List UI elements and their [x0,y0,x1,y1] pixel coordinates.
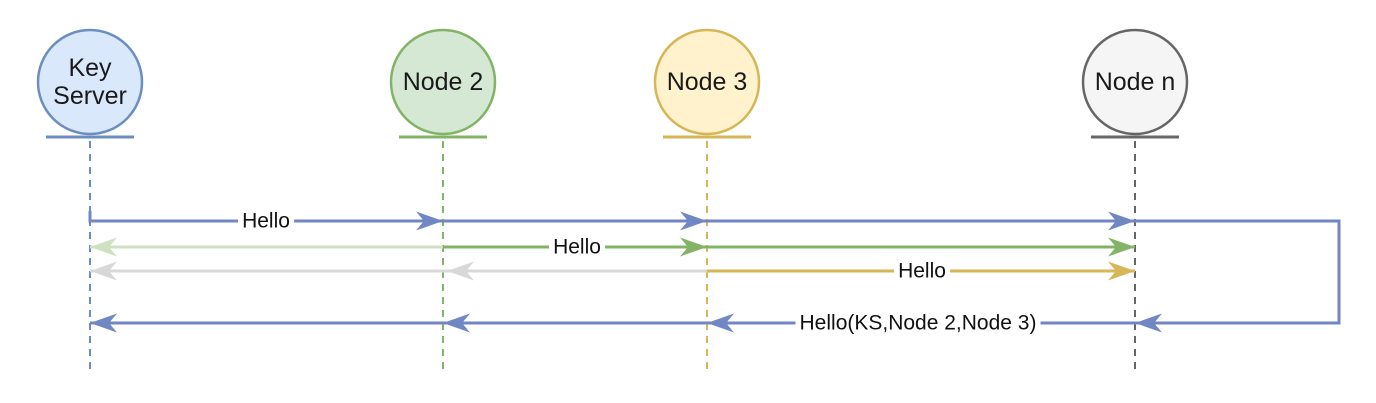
actor-circle-node-3 [653,28,761,136]
message-line-hello-broadcast-blue-arrowhead-2 [1108,211,1135,231]
message-line-hello-broadcast-blue-arrowhead-1 [680,211,707,231]
message-line-hello-broadcast-blue-arrowhead-0 [416,211,443,231]
message-line-hello-broadcast-blue-arrowhead-4 [707,313,734,333]
message-line-hello-broadcast-blue-arrowhead-5 [443,313,470,333]
message-line-hello-node3-broadcast-yellow-arrowhead-0 [1108,261,1135,281]
message-line-hello-node2-to-keyserver-faded-arrowhead-0 [90,237,117,257]
actor-circle-node-2 [389,28,497,136]
message-line-hello-broadcast-blue [88,211,1341,325]
actor-circle-node-n [1081,28,1189,136]
message-line-hello-broadcast-blue-arrowhead-3 [1135,313,1162,333]
message-line-hello-node2-broadcast-green-arrowhead-1 [1108,237,1135,257]
actor-circle-key-server [36,28,144,136]
message-line-hello-node3-to-left-faded-arrowhead-1 [447,261,474,281]
message-line-hello-node2-broadcast-green-arrowhead-0 [680,237,707,257]
message-line-hello-node3-to-left-faded-arrowhead-0 [90,261,117,281]
message-line-hello-broadcast-blue-arrowhead-6 [90,313,117,333]
